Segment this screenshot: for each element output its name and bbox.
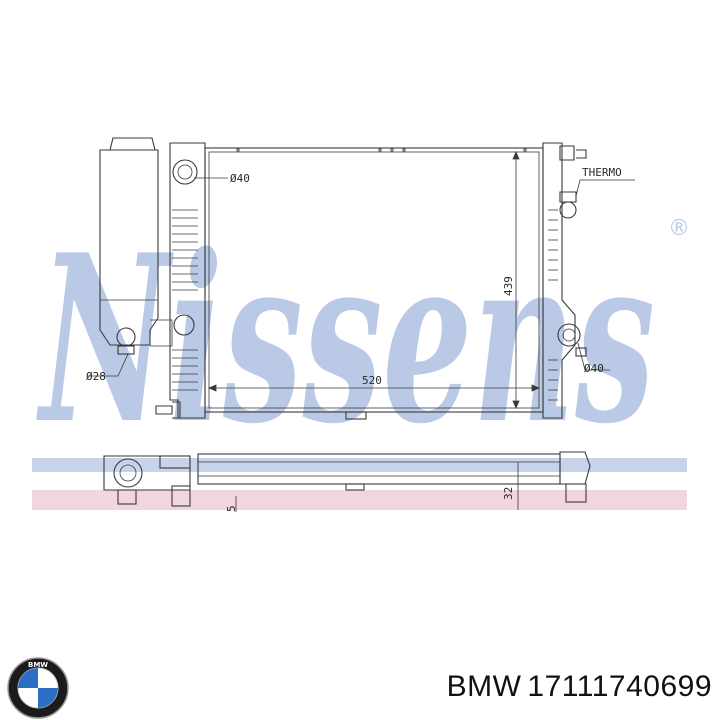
leader-outlet (577, 342, 610, 371)
left-tank-fins (172, 209, 198, 391)
label-tank-diameter: Ø28 (86, 370, 106, 383)
bottom-view-mid-port (171, 485, 191, 507)
brand-name: BMW (446, 670, 522, 703)
bmw-logo: BMW (7, 657, 69, 719)
expansion-tank-bracket (150, 319, 173, 347)
thermo-sensor-body (559, 191, 577, 203)
expansion-tank-cap (109, 137, 156, 151)
right-outlet-pipe (557, 323, 581, 347)
bottom-view-left-port (117, 489, 137, 505)
watermark-pink-stripe (32, 490, 687, 510)
expansion-tank (99, 149, 159, 346)
bmw-logo-letters: BMW (28, 661, 48, 669)
left-inlet-pipe (172, 159, 198, 185)
radiator-core-inner (208, 151, 540, 409)
label-cut-dim: 5 (225, 505, 238, 512)
top-rail-marks (236, 148, 527, 152)
watermark-registered-mark: ® (668, 216, 690, 241)
left-inlet-pipe-inner (177, 164, 193, 180)
radiator-bottom-view: 32 5 (103, 451, 591, 512)
leader-tank (88, 353, 129, 377)
label-height: 439 (502, 276, 515, 296)
drain-plug (155, 401, 181, 419)
dimension-height (512, 150, 520, 410)
right-tank-fins (548, 209, 558, 401)
left-lower-pipe (173, 314, 195, 336)
right-header-tank (542, 142, 576, 419)
bottom-view-tab (345, 483, 365, 491)
label-inlet-diameter: Ø40 (230, 172, 250, 185)
label-depth: 32 (502, 487, 515, 500)
right-top-bracket (559, 145, 587, 161)
bottom-view-right-tank (559, 451, 591, 485)
bottom-mount-tab (345, 411, 367, 420)
bmw-logo-quadrant-bottom-right (38, 688, 58, 708)
part-number: 17111740699 (527, 670, 712, 703)
bottom-view-right-port (565, 483, 587, 503)
dimension-width (207, 384, 541, 392)
bottom-view-cap (113, 458, 143, 488)
leader-thermo (575, 179, 635, 197)
label-width: 520 (362, 374, 382, 387)
watermark-blue-stripe (32, 458, 687, 472)
watermark-panel (32, 135, 687, 513)
bmw-logo-quadrant-top-left (18, 668, 38, 688)
label-thermo: THERMO (582, 166, 622, 179)
radiator-front-view: Ø40 THERMO Ø40 Ø28 520 439 (86, 137, 635, 420)
bottom-view-cap-inner (119, 464, 137, 482)
expansion-tank-nipple (117, 345, 135, 355)
label-outlet-diameter: Ø40 (584, 362, 604, 375)
bottom-view-box (159, 455, 191, 469)
right-outlet-pipe-inner (562, 328, 576, 342)
